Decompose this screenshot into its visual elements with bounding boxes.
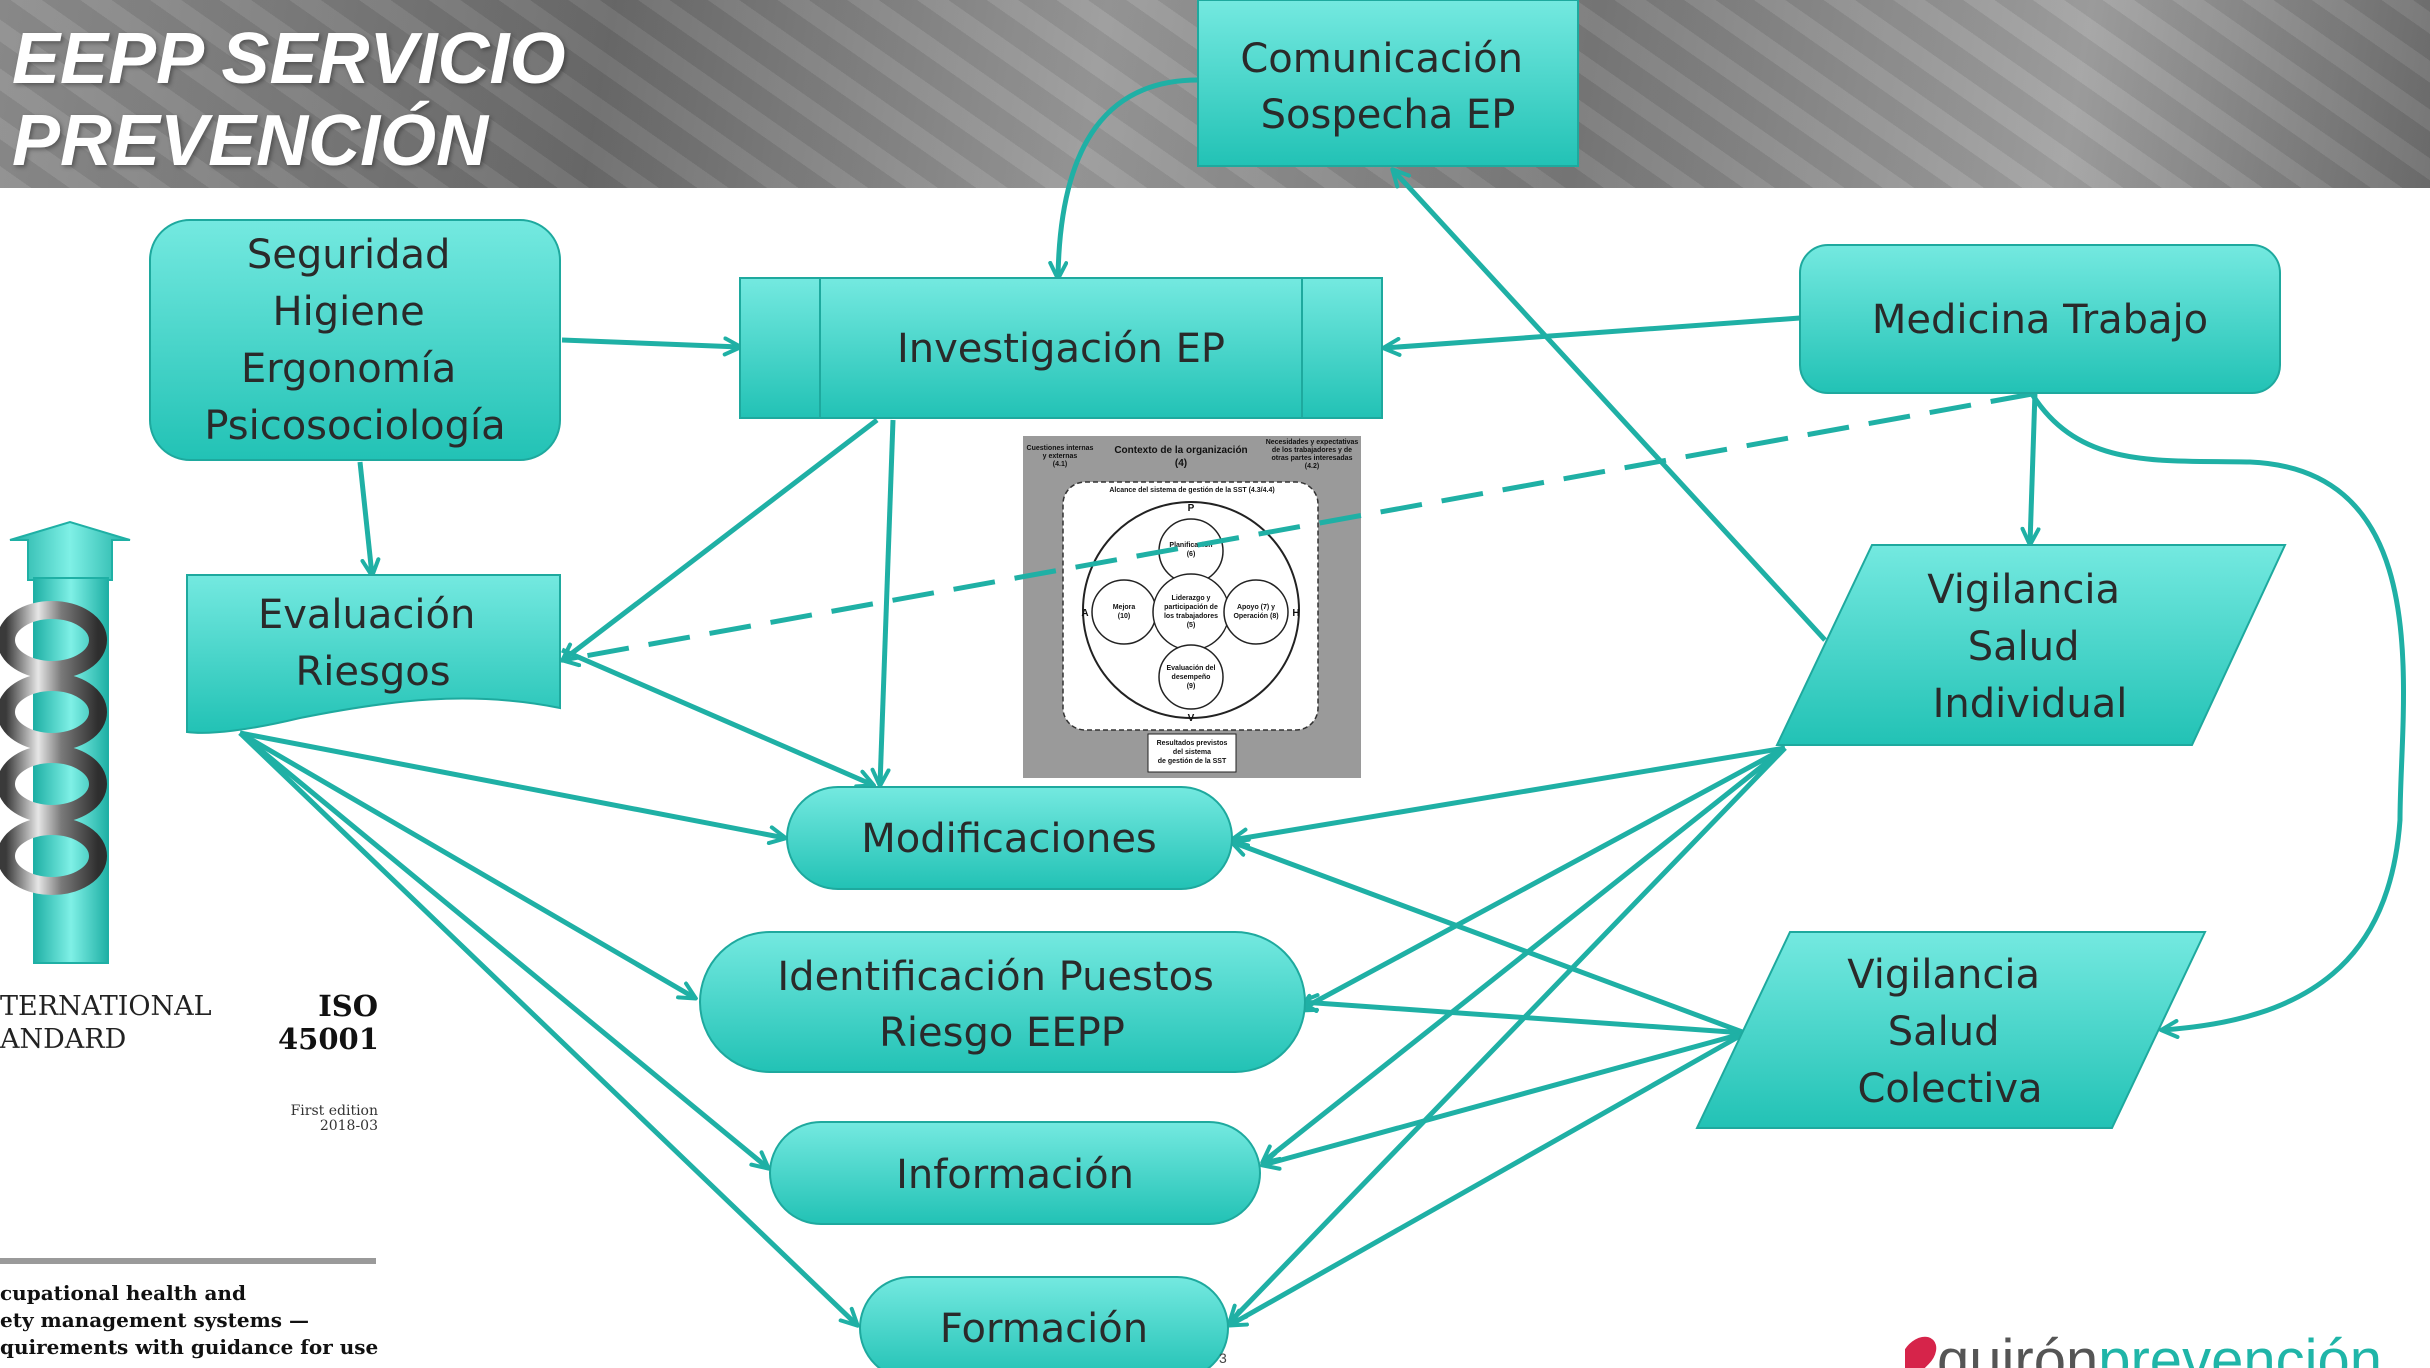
edge-vigind-formacion	[1227, 746, 1787, 1325]
pdca-context-num: (4)	[1175, 458, 1187, 469]
svg-text:Comunicación Sospecha: Comunicación Sospecha EP	[1240, 36, 1535, 138]
edge-vigind-comunicacion	[1390, 167, 1827, 642]
iso-description: cupational health and ety management sys…	[0, 1281, 379, 1359]
node-identificacion: Identificación Puestos Riesgo EEPP	[699, 931, 1306, 1073]
brand-logo: quirónprevención	[1905, 1326, 2382, 1368]
edge-evaluacion-formacion	[238, 731, 860, 1328]
edge-medicina-vigcol	[2029, 392, 2407, 1039]
page-title: EEPP SERVICIO PREVENCIÓN	[12, 19, 566, 181]
node-comunicacion: Comunicación Sospecha EP	[1197, 0, 1579, 167]
node-formacion: Formación	[859, 1276, 1229, 1368]
node-modificaciones: Modificaciones	[786, 786, 1233, 890]
pdca-mejora: Mejora(10)	[1113, 604, 1136, 620]
edge-medicina-vigind	[2020, 391, 2041, 547]
edge-medicina-investigacion	[1381, 315, 1801, 357]
edge-medicina-evaluacion	[560, 391, 2033, 668]
brand-name-part1: quirón	[1937, 1328, 2099, 1368]
svg-text:Identificación Puestos: Identificación Puestos Riesgo EEPP	[777, 954, 1226, 1056]
pdca-letter-v: V	[1188, 713, 1195, 724]
pdca-planificacion: Planificación(6)	[1169, 542, 1212, 558]
svg-text:Evaluación Riesgos: Evaluación Riesgos	[258, 592, 488, 695]
iso-number: ISO 45001	[278, 989, 379, 1056]
svg-text:Vigilancia Salud: Vigilancia Salud Colectiva	[1847, 952, 2052, 1112]
svg-text:Medicina Trabajo: Medicina Trabajo	[1872, 297, 2208, 343]
edge-vigcol-informacion	[1260, 1030, 1746, 1171]
page-number: 3	[1219, 1350, 1227, 1366]
node-investigacion: Investigación EP	[739, 277, 1383, 419]
iso-divider	[0, 1258, 376, 1264]
edge-evaluacion-modificaciones	[561, 647, 876, 789]
edge-evaluacion-informacion	[238, 731, 771, 1171]
iso-standard-label: TERNATIONAL ANDARD	[0, 991, 212, 1055]
node-seguridad: Seguridad Higiene Ergonomía Psicosociolo…	[149, 219, 561, 461]
svg-text:Vigilancia Salud: Vigilancia Salud Individual	[1927, 567, 2132, 727]
node-medicina: Medicina Trabajo	[1799, 244, 2281, 394]
node-informacion: Información	[769, 1121, 1261, 1225]
edges	[238, 77, 2407, 1328]
edge-vigind-modificaciones	[1229, 745, 1786, 848]
edge-vigcol-identificacion	[1299, 993, 1746, 1036]
edge-investigacion-evaluacion	[560, 418, 879, 663]
svg-text:Formación: Formación	[940, 1306, 1148, 1352]
pdca-figure: Contexto de la organización (4) Cuestion…	[1023, 436, 1361, 778]
svg-text:Modificaciones: Modificaciones	[861, 816, 1157, 862]
edge-vigind-identificacion	[1297, 745, 1787, 1013]
edge-vigcol-modificaciones	[1229, 837, 1746, 1036]
edge-evaluacion-to-modificaciones	[239, 730, 788, 846]
pdca-letter-h: H	[1292, 608, 1299, 619]
svg-text:Seguridad Higiene: Seguridad Higiene Ergonomía Psicosociolo…	[204, 232, 505, 449]
svg-text:Información: Información	[896, 1152, 1134, 1198]
pdca-letter-p: P	[1188, 503, 1195, 514]
iso-edition: First edition 2018-03	[290, 1103, 378, 1134]
pdca-scope: Alcance del sistema de gestión de la SST…	[1109, 487, 1274, 494]
edge-comunicacion-investigacion	[1048, 77, 1199, 281]
brand-name-part2: prevención	[2098, 1328, 2382, 1368]
pdca-letter-a: A	[1081, 608, 1088, 619]
node-evaluacion: Evaluación Riesgos	[186, 574, 561, 734]
edge-evaluacion-identificacion	[238, 730, 698, 1001]
node-vigilancia-colectiva: Vigilancia Salud Colectiva	[1695, 931, 2207, 1129]
edge-seguridad-investigacion	[561, 336, 743, 357]
edge-investigacion-modificaciones	[870, 419, 896, 788]
edge-vigcol-formacion	[1227, 1030, 1747, 1328]
pdca-context-title: Contexto de la organización	[1114, 445, 1247, 456]
node-vigilancia-individual: Vigilancia Salud Individual	[1775, 544, 2287, 746]
spring-icon	[0, 520, 131, 964]
edge-seguridad-evaluacion	[357, 461, 381, 578]
edge-vigind-informacion	[1260, 746, 1787, 1165]
svg-text:Investigación EP: Investigación EP	[897, 326, 1225, 372]
